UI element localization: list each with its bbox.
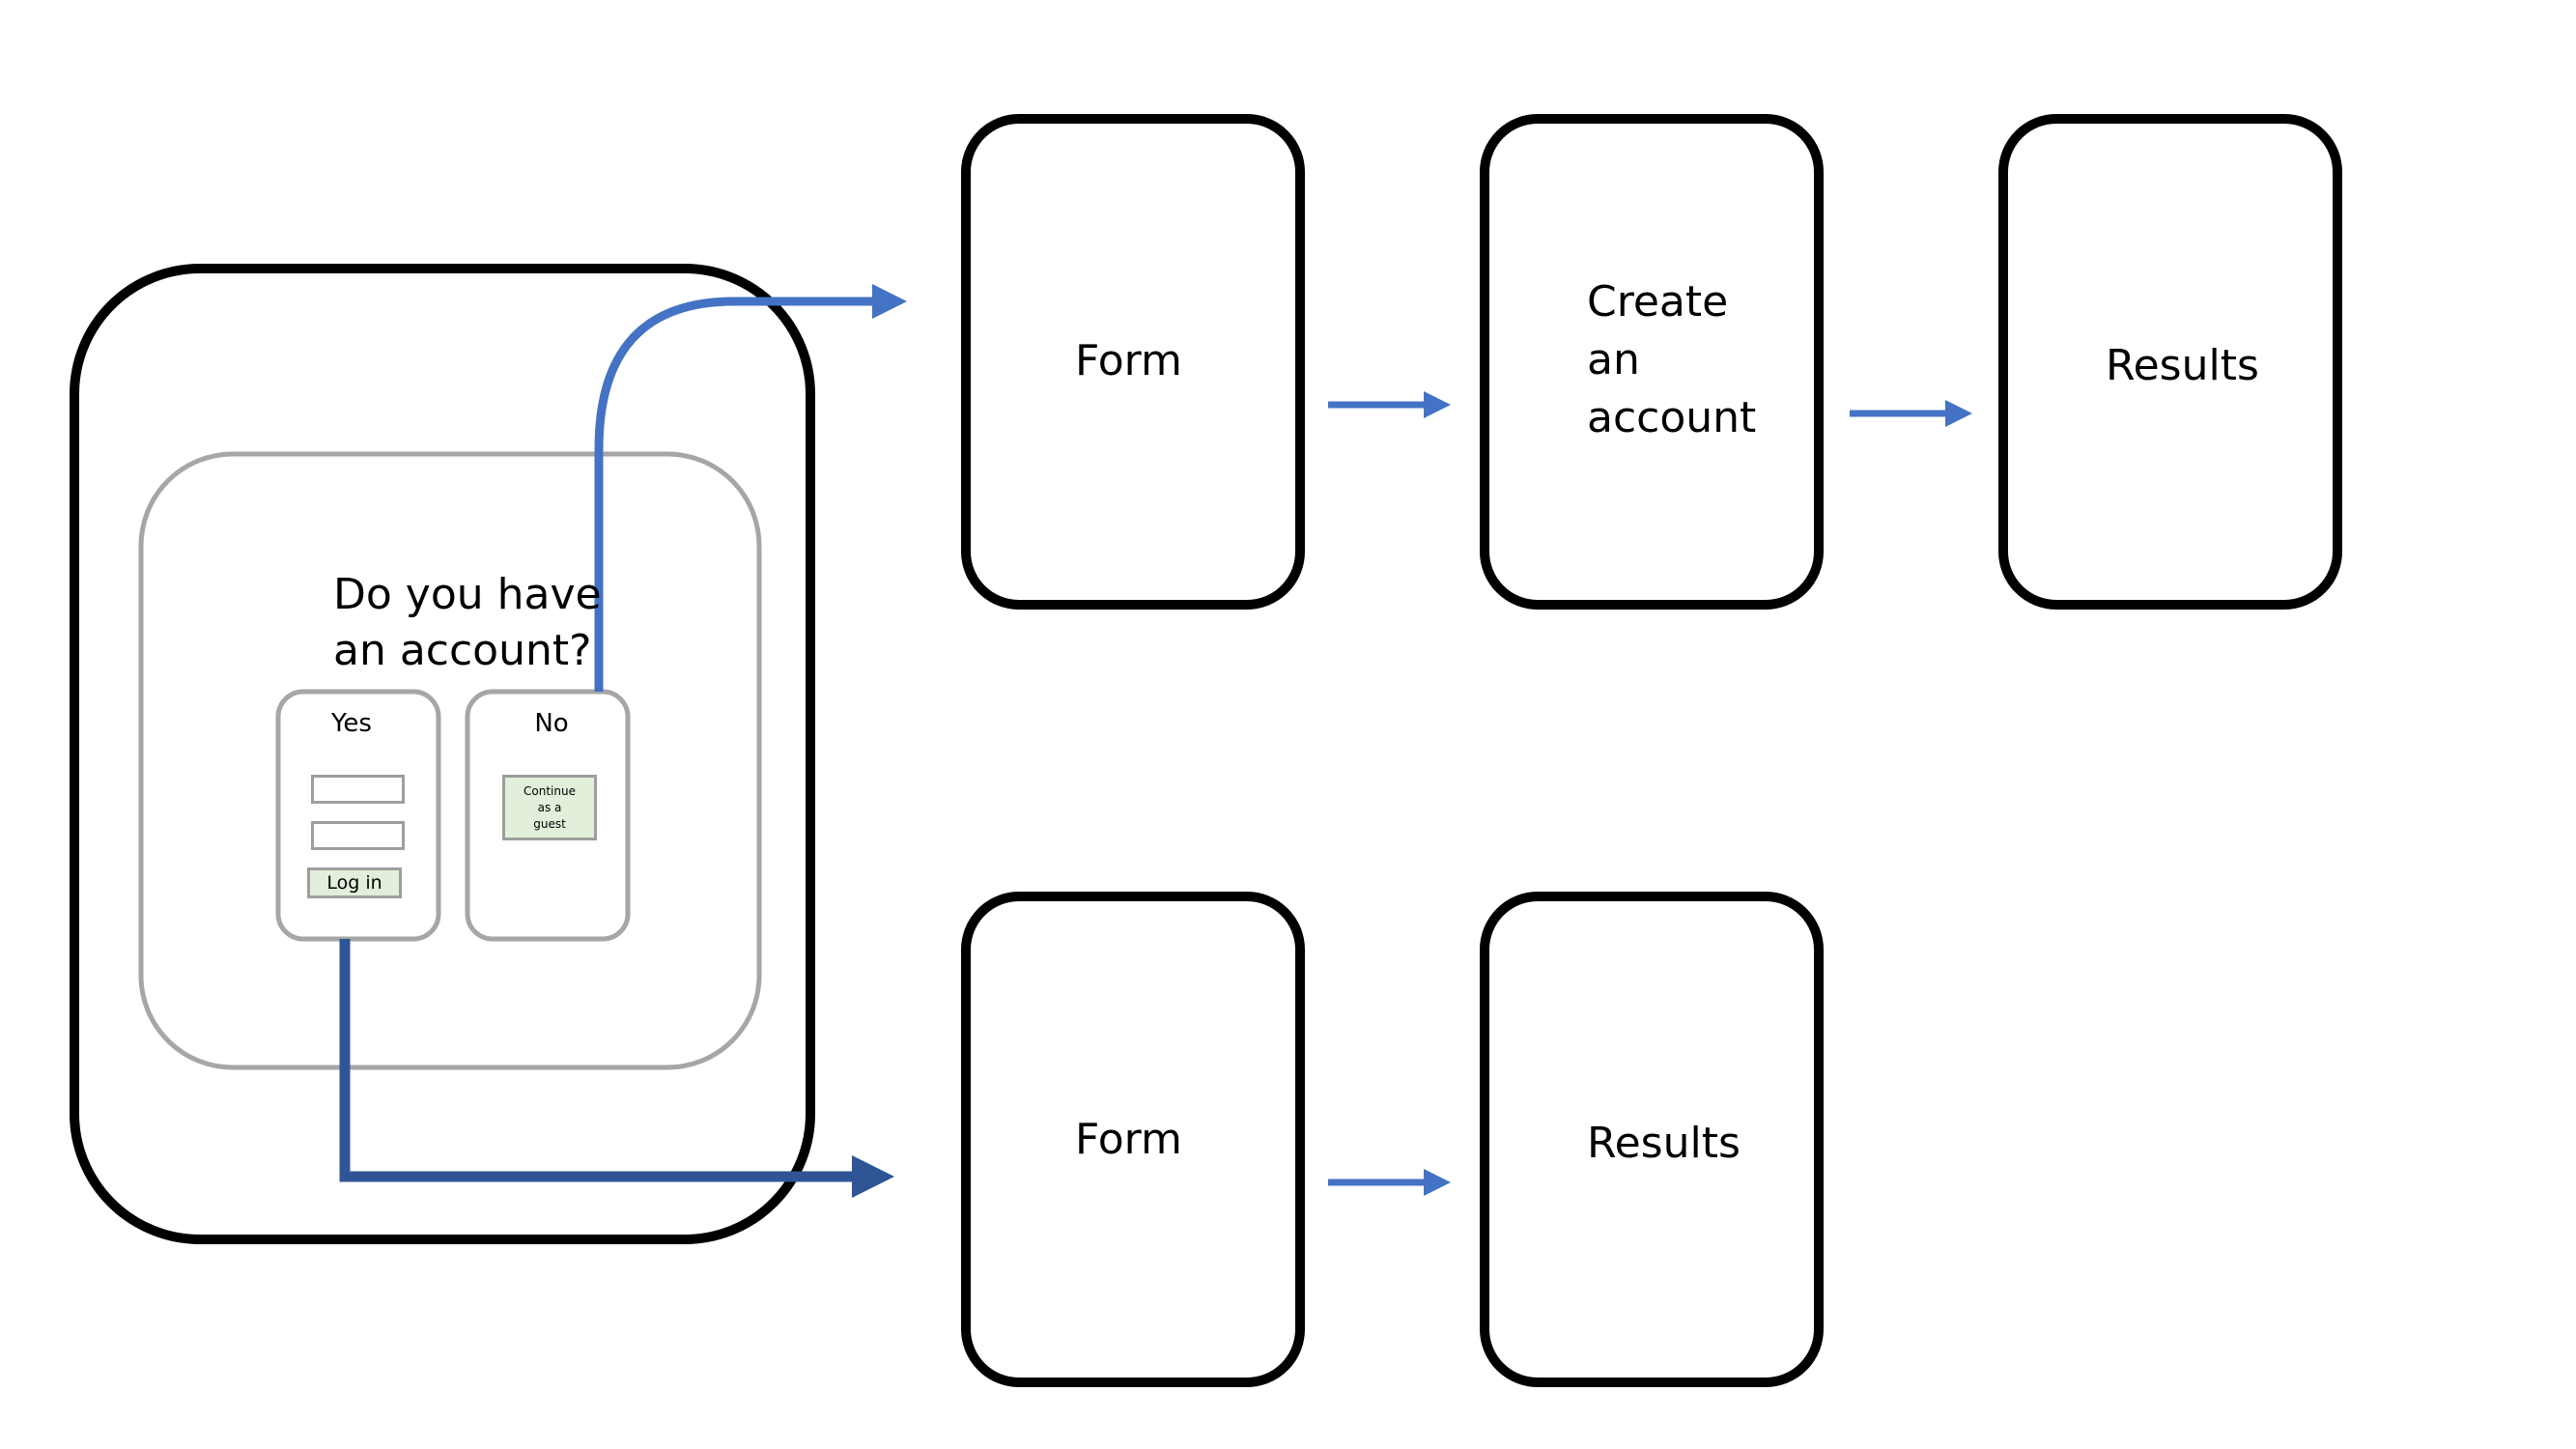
username-field[interactable] bbox=[311, 775, 405, 804]
create-account-line-1: Create bbox=[1587, 277, 1729, 327]
question-line-1: Do you have bbox=[333, 570, 602, 619]
bottom-results-label: Results bbox=[1587, 1119, 1741, 1168]
create-account-line-3: account bbox=[1587, 393, 1757, 442]
no-to-form-arrow bbox=[594, 284, 907, 692]
no-label: No bbox=[534, 709, 569, 738]
account-modal-frame bbox=[138, 451, 762, 1070]
yes-label: Yes bbox=[331, 709, 372, 738]
top-form-box bbox=[961, 114, 1305, 610]
create-account-line-2: an bbox=[1587, 335, 1640, 384]
continue-as-guest-button[interactable]: Continue as a guest bbox=[502, 775, 597, 840]
yes-to-form-arrow bbox=[339, 939, 894, 1198]
password-field[interactable] bbox=[311, 821, 405, 850]
guest-button-line-3: guest bbox=[533, 816, 566, 831]
guest-button-line-2: as a bbox=[537, 800, 562, 814]
top-results-label: Results bbox=[2106, 341, 2259, 390]
login-screen-frame bbox=[70, 264, 815, 1244]
bottom-results-box bbox=[1480, 892, 1824, 1387]
top-form-label: Form bbox=[1075, 336, 1182, 385]
log-in-button[interactable]: Log in bbox=[307, 867, 402, 898]
question-line-2: an account? bbox=[333, 626, 592, 675]
top-results-box bbox=[1998, 114, 2342, 610]
bottom-form-label: Form bbox=[1075, 1115, 1182, 1164]
guest-button-line-1: Continue bbox=[524, 783, 576, 798]
create-account-box bbox=[1480, 114, 1824, 610]
bottom-form-box bbox=[961, 892, 1305, 1387]
